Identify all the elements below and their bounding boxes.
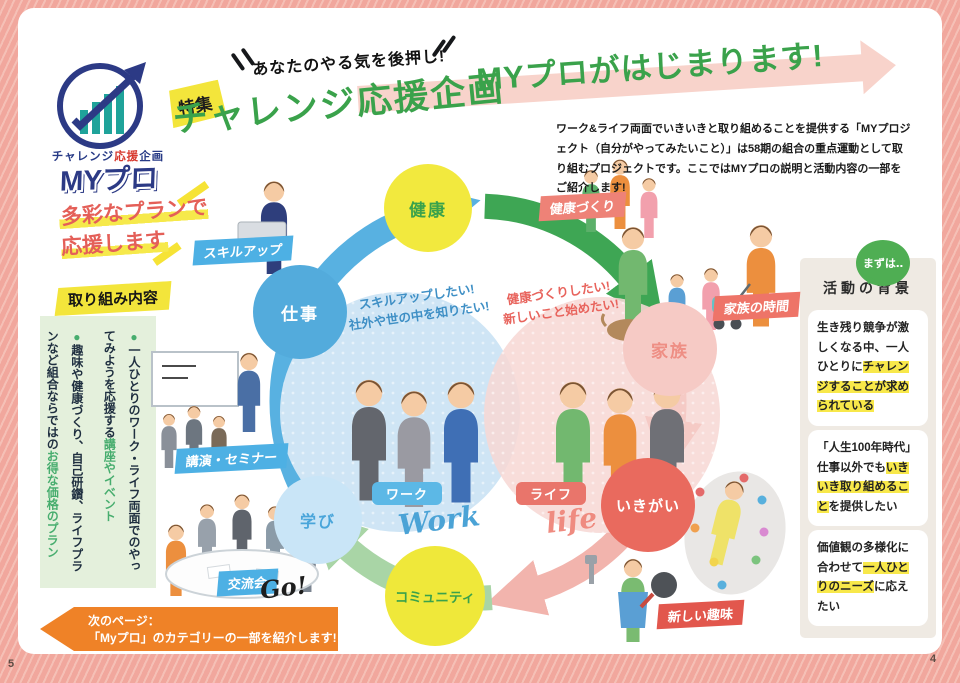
node-work: 仕事 [253, 265, 347, 359]
card-text: 生き残り競争が激しくなる中、一人ひとりに [817, 322, 909, 374]
node-health: 健康 [384, 164, 472, 252]
work-badge: ワーク [372, 482, 443, 505]
card-text: を提供したい [828, 500, 898, 513]
myproject-logo-icon [57, 62, 146, 149]
background-card: 生き残り競争が激しくなる中、一人ひとりにチャレンジすることが求められている [808, 310, 928, 426]
card-text: 「人生100年時代」仕事以外でも [817, 442, 917, 474]
bullet-icon: ● [69, 330, 84, 344]
life-script-text: life [544, 501, 599, 540]
effort-item: ●趣味や健康づくり、自己研鑽、ライフプランなど組合ならではのお得な価格のプラン [40, 330, 89, 574]
effort-text: 一人ひとりのワーク・ライフ両面でのやってみようを応援する [102, 330, 141, 572]
background-card: 価値観の多様化に合わせて一人ひとりのニーズに応えたい [808, 530, 928, 627]
effort-item: ●一人ひとりのワーク・ライフ両面でのやってみようを応援する講座やイベント [97, 330, 146, 574]
bullet-icon: ● [127, 330, 141, 344]
first-step-bubble: まずは‥ [856, 240, 910, 286]
page-number-right: 4 [930, 653, 937, 665]
next-page-text: 「Myプロ」のカテゴリーの一部を紹介します! [88, 630, 337, 645]
node-community: コミュニティ [385, 546, 485, 646]
tag-new-hobby: 新しい趣味 [656, 599, 745, 630]
life-badge: ライフ [516, 482, 587, 505]
efforts-panel: ●一人ひとりのワーク・ライフ両面でのやってみようを応援する講座やイベント ●趣味… [40, 316, 156, 588]
plans-note-text: 多彩なプランで 応援します [58, 195, 209, 260]
node-learning: 学び [274, 476, 362, 564]
tag-health-building: 健康づくり [538, 191, 627, 222]
background-card: 「人生100年時代」仕事以外でもいきいき取り組めることを提供したい [808, 430, 928, 527]
tag-skill-up: スキルアップ [192, 235, 294, 266]
logo-tagline-accent: 応援 [114, 151, 140, 163]
card-text: 価値観の多様化に合わせて [817, 542, 909, 574]
next-page-label: 次のページ： [88, 614, 160, 628]
tag-family-time: 家族の時間 [712, 291, 801, 322]
plans-note: 多彩なプランで 応援します [58, 193, 211, 264]
background-panel: 活動の背景 生き残り競争が激しくなる中、一人ひとりにチャレンジすることが求められ… [800, 258, 936, 638]
next-page-arrow: 次のページ： 「Myプロ」のカテゴリーの一部を紹介します! [40, 607, 338, 651]
card-highlight: チャレンジすることが求められている [817, 361, 909, 413]
node-purpose: いきがい [601, 458, 695, 552]
lead-description: ワーク&ライフ両面でいきいきと取り組めることを提供する「MYプロジェクト（自分が… [556, 123, 911, 195]
card-text: に応えたい [817, 581, 909, 613]
efforts-vertical-text: ●一人ひとりのワーク・ライフ両面でのやってみようを応援する講座やイベント ●趣味… [32, 330, 146, 574]
logo-tagline: チャレンジ応援企画 [40, 148, 176, 164]
effort-highlight: 講座やイベント [102, 438, 117, 522]
logo-tagline-part1: チャレンジ [51, 151, 115, 163]
effort-highlight: お得な価格のプラン [45, 450, 60, 558]
logo-tagline-part2: 企画 [139, 151, 165, 163]
node-family: 家族 [623, 302, 717, 396]
logo-name: MYプロ [59, 162, 159, 197]
page-number-left: 5 [8, 658, 15, 670]
go-text: Go! [258, 570, 309, 605]
effort-text: 趣味や健康づくり、自己研鑽、ライフプランなど組合ならではの [45, 330, 84, 572]
